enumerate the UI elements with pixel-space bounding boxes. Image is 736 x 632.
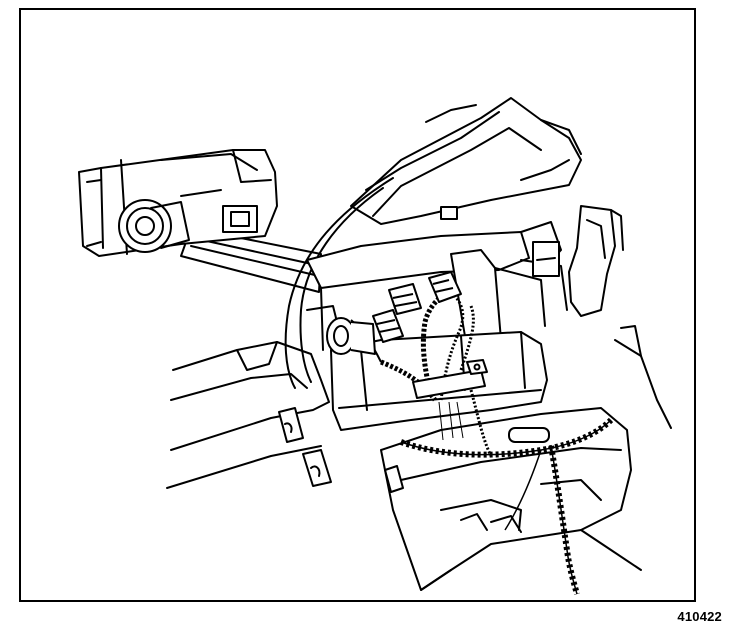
dash-switch-lower bbox=[302, 449, 332, 487]
harness-clip bbox=[412, 359, 488, 399]
steering-column bbox=[180, 227, 322, 293]
side-bracket bbox=[568, 205, 672, 429]
mounting-frame bbox=[306, 221, 568, 359]
dash-switch-upper bbox=[278, 407, 304, 443]
air-duct bbox=[350, 97, 582, 225]
panel-trim bbox=[284, 177, 394, 389]
round-connector bbox=[326, 317, 376, 355]
figure-number: 410422 bbox=[677, 609, 722, 624]
upper-connector bbox=[428, 271, 462, 303]
switch-housing bbox=[78, 149, 278, 257]
middle-connector bbox=[388, 283, 422, 315]
lower-dash-cover bbox=[380, 407, 642, 591]
wiring-harness-illustration bbox=[78, 97, 672, 595]
lower-dash-panel bbox=[166, 341, 332, 489]
lower-connector bbox=[372, 309, 404, 343]
illustration-frame bbox=[19, 8, 696, 602]
